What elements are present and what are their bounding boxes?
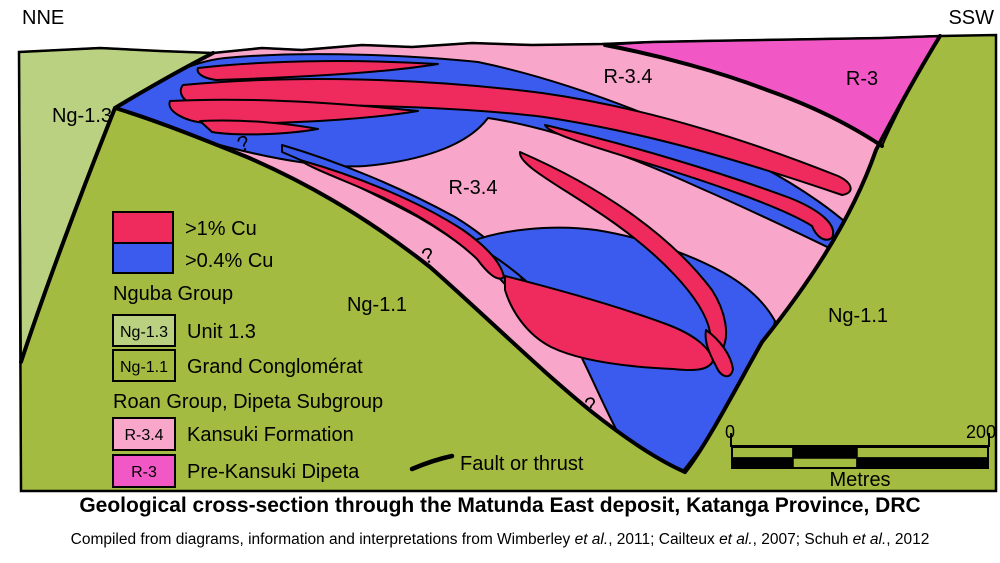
fault-question-marks: ? ? ?	[234, 131, 598, 418]
legend-box-ng11	[112, 349, 176, 382]
label-ng13: Ng-1.3	[52, 105, 112, 127]
copper-grade-bands	[115, 53, 873, 472]
cu1-hook-band-upper	[544, 124, 835, 241]
question-mark-3: ?	[583, 393, 599, 418]
legend-swatch-cu1	[112, 211, 174, 244]
legend-code-r3: R-3	[131, 464, 157, 481]
fault-ssw	[683, 34, 942, 474]
label-ng11-right: Ng-1.1	[828, 305, 888, 327]
legend-header-roan: Roan Group, Dipeta Subgroup	[113, 391, 383, 413]
scale-bar: 0 200 Metres	[725, 422, 996, 491]
figure-title: Geological cross-section through the Mat…	[79, 494, 921, 517]
cu1-bottom-tail	[704, 329, 734, 378]
fault-basal	[113, 106, 687, 474]
label-ng11-left: Ng-1.1	[347, 294, 407, 316]
caption: Compiled from diagrams, information and …	[70, 531, 930, 548]
legend-box-r34	[112, 417, 176, 451]
legend: >1% Cu >0.4% Cu Nguba Group Ng-1.3 Unit …	[112, 211, 584, 488]
scale-unit-label: Metres	[829, 469, 890, 491]
region-labels: Ng-1.3 R-3.4 R-3 R-3.4 Ng-1.1 Ng-1.1	[52, 66, 888, 327]
scale-start-label: 0	[725, 422, 735, 442]
legend-swatch-cu04	[112, 242, 174, 274]
legend-header-nguba: Nguba Group	[113, 283, 233, 305]
legend-name-pre-kansuki: Pre-Kansuki Dipeta	[187, 461, 360, 483]
fault-nne	[19, 51, 215, 364]
legend-code-ng13: Ng-1.3	[120, 324, 168, 341]
legend-name-kansuki: Kansuki Formation	[187, 424, 354, 446]
legend-label-cu1: >1% Cu	[185, 218, 257, 240]
section-border	[17, 33, 998, 493]
label-r34-upper: R-3.4	[604, 66, 653, 88]
legend-box-r3	[112, 454, 176, 488]
legend-name-grand-conglomerat: Grand Conglomérat	[187, 356, 363, 378]
legend-fault-symbol	[409, 453, 455, 472]
legend-label-cu04: >0.4% Cu	[185, 250, 273, 272]
legend-label-fault: Fault or thrust	[460, 453, 584, 475]
cu1-small-sliver	[199, 119, 319, 136]
cu1-top-sliver	[196, 60, 439, 81]
legend-code-r34: R-3.4	[124, 427, 163, 444]
cu1-middle-lens-core	[299, 159, 505, 280]
scale-segments	[731, 446, 989, 469]
fault-r3-boundary	[603, 43, 884, 148]
scale-end-label: 200	[966, 422, 996, 442]
cu-1-bands	[168, 60, 852, 378]
cross-section-figure: NNE SSW	[17, 7, 998, 493]
fault-lines	[19, 34, 942, 474]
label-r34-main: R-3.4	[449, 177, 498, 199]
cu1-bottom-blob	[504, 275, 714, 371]
legend-box-ng13	[112, 314, 176, 347]
compass-nne-label: NNE	[22, 7, 64, 29]
legend-code-ng11: Ng-1.1	[120, 359, 168, 376]
label-r3: R-3	[846, 68, 878, 90]
legend-name-unit13: Unit 1.3	[187, 321, 256, 343]
question-mark-2: ?	[419, 244, 436, 269]
compass-ssw-label: SSW	[948, 7, 994, 29]
cu1-lower-sliver	[168, 98, 419, 125]
